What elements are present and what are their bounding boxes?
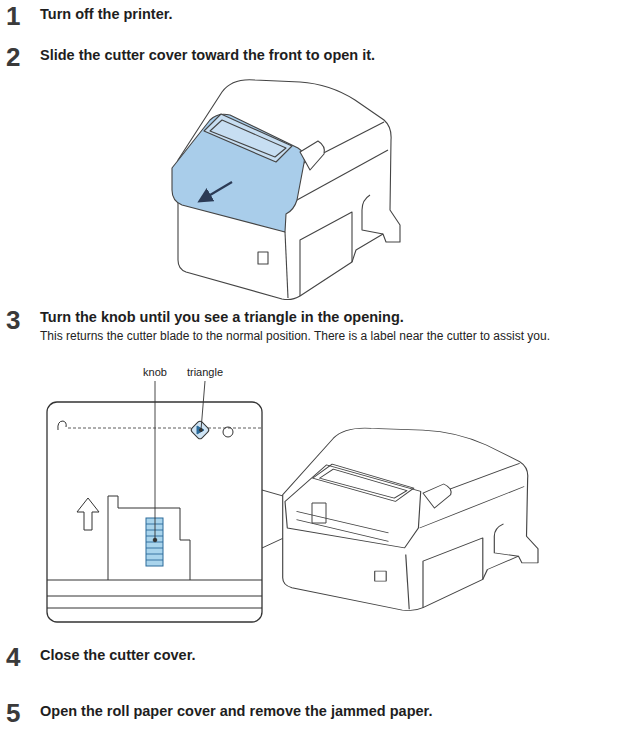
paper-slot [204, 114, 292, 162]
cutter-area [285, 465, 421, 548]
step-instruction: Close the cutter cover. [40, 646, 196, 664]
stand [494, 524, 518, 556]
side-panel [423, 538, 483, 608]
step-number: 4 [6, 643, 20, 671]
step-instruction: Turn the knob until you see a triangle i… [40, 308, 404, 326]
power-switch [375, 571, 387, 581]
triangle-mark [197, 426, 204, 434]
power-switch [258, 252, 268, 264]
cover-curl [58, 421, 66, 430]
up-arrow [77, 498, 99, 530]
stand [362, 195, 383, 234]
front-corner [406, 555, 409, 610]
opening [190, 420, 210, 440]
cover-tab [423, 484, 451, 508]
frame-line [47, 608, 262, 609]
part-label: triangle [187, 366, 223, 379]
cover-tab [300, 141, 324, 170]
cover-edge [68, 428, 262, 429]
step-number: 1 [6, 2, 20, 30]
cutter-housing [108, 496, 190, 580]
printer-body [283, 428, 538, 610]
screw-hole [223, 427, 233, 437]
frame-line [47, 596, 262, 597]
cutter-rail [297, 511, 389, 541]
paper-slot-inner [320, 469, 407, 498]
paper-slot [313, 464, 414, 501]
detail-inset [47, 381, 262, 622]
printer-illustration [172, 80, 400, 300]
knob-ribs [146, 524, 163, 560]
step-number: 3 [6, 306, 20, 334]
step-note: This returns the cutter blade to the nor… [40, 329, 550, 344]
inset-frame [47, 402, 262, 622]
side-panel [300, 212, 352, 296]
knob-location [312, 503, 326, 523]
knob [146, 518, 163, 566]
part-label: knob [143, 366, 167, 379]
cutter-cover [172, 114, 304, 232]
step-number: 2 [6, 43, 20, 71]
leader-line [201, 381, 205, 430]
step-instruction: Slide the cutter cover toward the front … [40, 46, 375, 64]
leader-dot [200, 429, 203, 432]
step-instruction: Turn off the printer. [40, 5, 173, 23]
slide-arrow [200, 182, 232, 201]
paper-slot-inner [210, 120, 286, 157]
printer-illustration [283, 428, 538, 610]
leader-line [155, 381, 156, 540]
step-instruction: Open the roll paper cover and remove the… [40, 702, 432, 720]
leader-dot [153, 538, 157, 542]
frame-line [47, 580, 262, 581]
step-number: 5 [6, 699, 20, 727]
front-corner [285, 232, 288, 298]
